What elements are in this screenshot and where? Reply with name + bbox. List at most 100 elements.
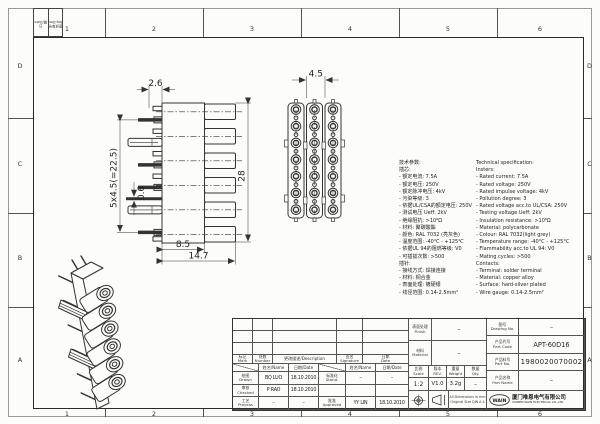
zone-col-label: 4 (347, 25, 353, 33)
zone-tick (301, 8, 302, 37)
part-no-value: 1980020070002 (519, 354, 585, 371)
dim-widths (156, 242, 236, 265)
wide-pin-block (127, 137, 163, 215)
side-view-geometry (284, 76, 345, 222)
zone-col-label: 3 (249, 409, 255, 418)
front-view: 2.6 5x4.5(=22.5) 0.6 8.5 14.7 28 (110, 79, 251, 265)
finish-label: 表面处理 Finish (409, 319, 432, 341)
spec-line: - 绝缘阻抗: >10⁶Ω (399, 217, 443, 224)
zone-tick (105, 8, 106, 37)
zone-tick (399, 8, 400, 37)
process-label: 工艺 Process (233, 397, 259, 410)
projection-symbol-cell (409, 391, 429, 410)
name-subheader: 姓名/Name (346, 364, 376, 372)
corner-revision-stamp: 日期/Date 更改单号 Reg.Des. (33, 8, 63, 37)
spec-line: - 表面处理: 镀硬银 (399, 282, 441, 289)
zone-col-label: 6 (537, 25, 543, 33)
qty-value: – (465, 378, 487, 391)
contact-circles (290, 104, 339, 215)
empty-cell (319, 385, 346, 397)
name-subheader: 姓名/Name (259, 364, 289, 372)
zone-col-label: 6 (537, 409, 543, 418)
zone-tick (584, 213, 592, 214)
zone-row-label: B (17, 254, 23, 262)
spec-line: - 可插拔次数: >500 (399, 253, 445, 260)
zone-tick (8, 118, 33, 119)
iso-barrels (79, 284, 126, 402)
drawn-name: BQ LUO (259, 372, 289, 385)
spec-line: - Terminal: solder terminal (476, 268, 542, 275)
spec-column-zh: 技术参数: 插芯: - 额定电流: 7.5A - 额定电压: 250V - 额定… (399, 160, 472, 297)
diagonal-cell (319, 364, 346, 372)
rev-label: 版本 REV. (429, 366, 447, 378)
pin-collars (153, 116, 163, 236)
connector-body (161, 102, 205, 244)
stub-pins (152, 105, 163, 242)
spec-line: - 接线方式: 焊接连接 (399, 268, 446, 275)
revision-cell (233, 319, 253, 331)
dim-text-4-5: 4.5 (309, 70, 323, 80)
note-dimensions: All Dimensions in mm (449, 395, 486, 400)
spec-line: - Colour: RAL 7032(light grey) (476, 232, 551, 239)
date-subheader: 日期/Date (376, 364, 409, 372)
approved-label: 批准 Approved (319, 397, 346, 410)
spec-line: - 测试电压 Ueff: 2kV (399, 210, 447, 217)
spec-line: - 材料: 铜合金 (399, 275, 431, 282)
description-header: 更改描述/Description (273, 355, 337, 364)
zone-row-label: C (17, 160, 23, 168)
zone-row-label: A (17, 356, 23, 364)
zone-tick (203, 409, 204, 417)
spec-line: Insters: (476, 167, 495, 174)
spec-line: - Testing voltage Ueff: 2kV (476, 210, 542, 217)
title-block: 标记 Mark 处数 Number 更改描述/Description 签名 Si… (232, 318, 586, 411)
empty-cell (346, 385, 376, 397)
revision-cell (233, 331, 253, 343)
zone-tick (584, 118, 592, 119)
long-pins (138, 118, 162, 235)
spec-line: - Pollution degree: 3 (476, 196, 527, 203)
zone-col-label: 1 (64, 409, 70, 418)
dim-2-6 (137, 86, 175, 108)
scale-label: 比例 Scale (409, 366, 429, 378)
qty-label: 数量 Qty. (465, 366, 487, 378)
process-name: – (259, 397, 289, 410)
finish-value: – (432, 319, 487, 341)
spec-line: - Material: polycarbonate (476, 224, 539, 231)
spec-line: - 依据UL/CSA的额定电压: 250V (399, 203, 472, 210)
date-subheader: 日期/Date (289, 364, 319, 372)
approved-date: 18.10.2010 (376, 397, 409, 410)
spec-line: - Rated impulse voltage: 4kV (476, 188, 549, 195)
revision-cell (363, 319, 409, 331)
revision-cell (273, 331, 337, 343)
zone-col-label: 3 (249, 25, 255, 33)
spec-line: - 线径范围: 0.14-2.5mm² (399, 289, 459, 296)
drawing-no-label: 图号 Drawing No. (487, 319, 519, 336)
spec-line: - Wire gauge: 0.14-2.5mm² (476, 289, 544, 296)
stamp-date-label: 日期/Date (34, 19, 48, 28)
zone-col-label: 2 (151, 409, 157, 418)
company-cell: WAIN 厦门唯恩电气有限公司 XIAMEN WAIN ELECTRICAL C… (487, 391, 585, 410)
dim-text-2-6: 2.6 (148, 79, 163, 89)
dim-text-0-6: 0.6 (137, 186, 147, 201)
spec-line: - Mating cycles: >500 (476, 253, 531, 260)
zone-col-label: 4 (347, 409, 353, 418)
zone-tick (584, 307, 592, 308)
zone-tick (105, 409, 106, 417)
zone-row-label: B (587, 254, 592, 262)
number-header: 处数 Number (253, 355, 273, 364)
stamp-date-cell: 日期/Date (34, 9, 49, 36)
zone-tick (301, 409, 302, 417)
dim-pitch (117, 114, 138, 233)
process-date: – (289, 397, 319, 410)
stand-label: 标准化 Stand. (319, 372, 346, 385)
revision-cell (363, 331, 409, 343)
revision-cell (233, 343, 253, 355)
part-code-value: APT-60D16 (519, 336, 585, 354)
zone-row-label: D (586, 62, 592, 70)
spec-line: 插芯: (399, 167, 411, 174)
spec-line: - 依据UL 94的阻燃等级: V0 (399, 246, 462, 253)
spec-line: - 额定脉冲电压: 4kV (399, 188, 446, 195)
revision-cell (337, 319, 363, 331)
centerlines (156, 111, 242, 235)
